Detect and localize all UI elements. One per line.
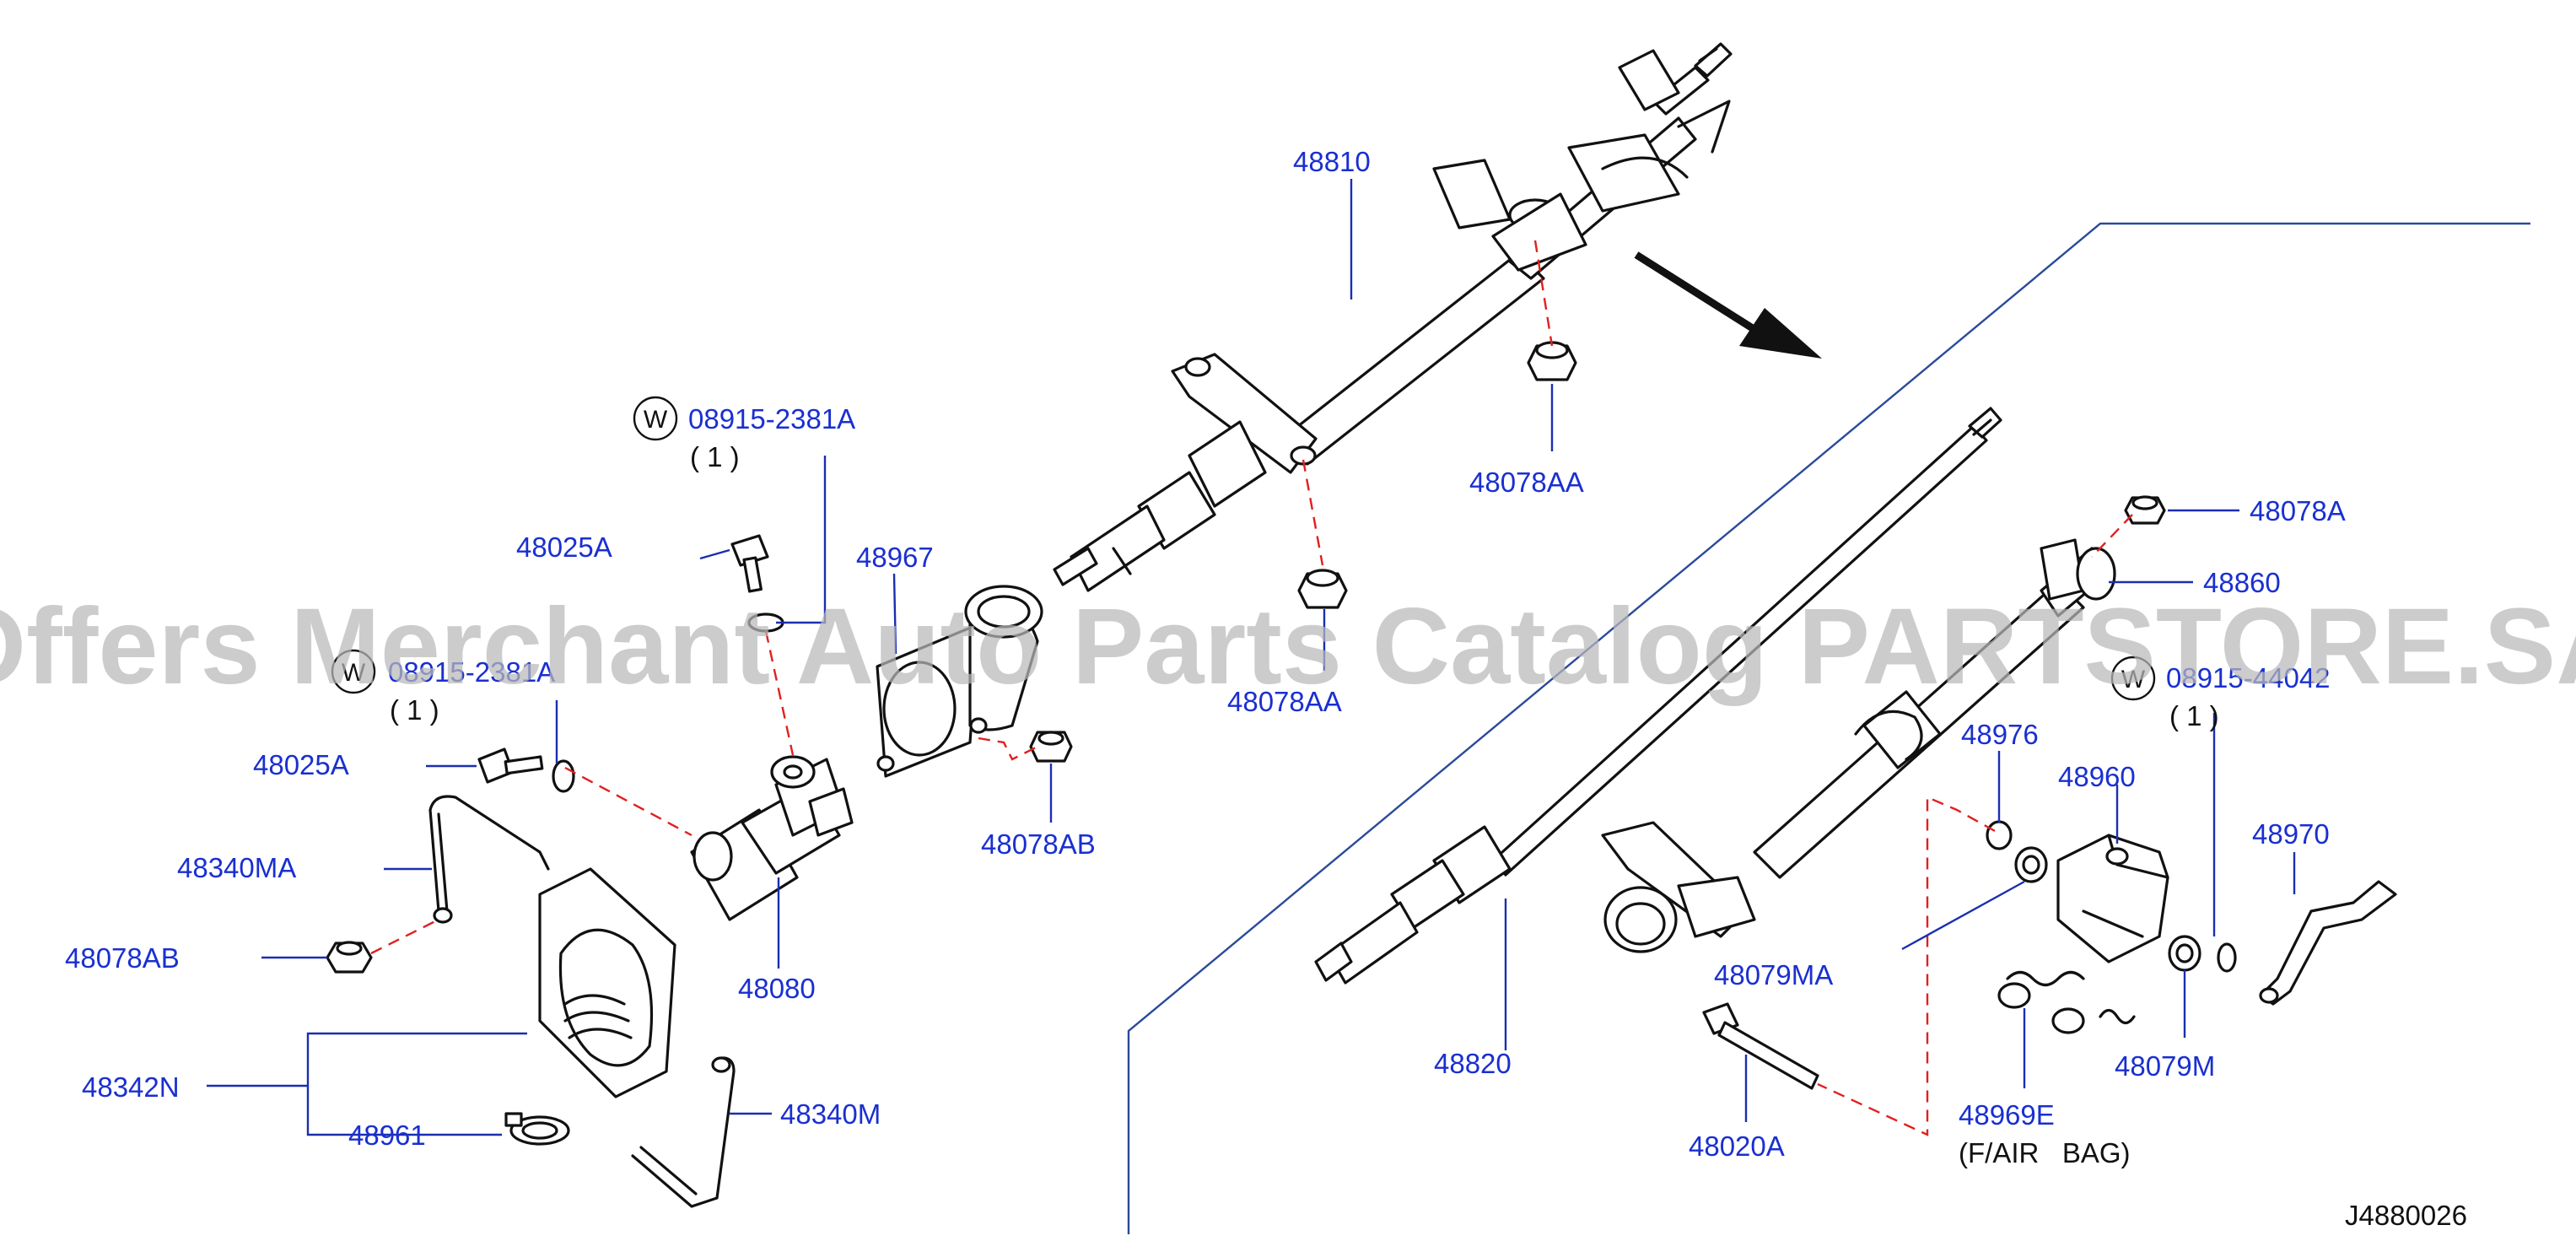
label-48967[interactable]: 48967 — [856, 542, 934, 573]
tilt-lever-48970 — [2259, 880, 2397, 1006]
boot-seal-48342N — [538, 867, 676, 1098]
note-air-bag: (F/AIR BAG) — [1959, 1137, 2131, 1168]
label-48960[interactable]: 48960 — [2058, 761, 2136, 792]
section-frame — [1127, 222, 2530, 1234]
part-labels: 48810 48078AA 48078AA 08915-2381A ( 1 ) … — [65, 146, 2467, 1231]
watermark-text: Offers Merchant Auto Parts Catalog PARTS… — [0, 586, 2576, 707]
leader-lines — [207, 179, 2296, 1136]
label-48025A-left[interactable]: 48025A — [253, 749, 349, 780]
label-48340M[interactable]: 48340M — [780, 1098, 881, 1130]
label-48969E[interactable]: 48969E — [1959, 1099, 2055, 1131]
diagram-code: J4880026 — [2345, 1200, 2467, 1231]
label-48079M[interactable]: 48079M — [2115, 1050, 2215, 1082]
label-48860[interactable]: 48860 — [2203, 567, 2281, 598]
alignment-lines — [370, 240, 2133, 1136]
bracket-48340M — [631, 1056, 736, 1208]
universal-joint-48080 — [690, 755, 854, 921]
label-48080[interactable]: 48080 — [738, 973, 816, 1004]
label-48079MA[interactable]: 48079MA — [1714, 959, 1833, 990]
label-48078AB-mid[interactable]: 48078AB — [981, 828, 1096, 860]
label-08915-2381A-left[interactable]: 08915-2381A — [388, 656, 555, 688]
label-48961[interactable]: 48961 — [348, 1120, 426, 1151]
label-48078A[interactable]: 48078A — [2250, 495, 2346, 526]
qty-left: ( 1 ) — [390, 694, 439, 726]
label-48025A-top[interactable]: 48025A — [516, 532, 612, 563]
label-48970[interactable]: 48970 — [2252, 818, 2330, 850]
svg-text:W: W — [342, 659, 366, 687]
label-48020A[interactable]: 48020A — [1689, 1131, 1785, 1162]
qty-right: ( 1 ) — [2169, 700, 2219, 731]
label-48078AB-left[interactable]: 48078AB — [65, 942, 180, 974]
label-08915-44042[interactable]: 08915-44042 — [2166, 662, 2331, 693]
bracket-48340MA — [428, 795, 550, 924]
direction-arrow — [1634, 251, 1822, 359]
label-48820[interactable]: 48820 — [1434, 1048, 1512, 1079]
svg-text:W: W — [2121, 666, 2146, 693]
lower-steering-column-48860 — [1601, 538, 2116, 953]
fasteners — [326, 341, 2237, 1146]
intermediate-shaft-48820 — [1314, 407, 2002, 985]
washer-symbol-top: W — [633, 396, 678, 441]
label-48342N[interactable]: 48342N — [82, 1071, 180, 1103]
label-08915-2381A-top[interactable]: 08915-2381A — [688, 403, 855, 434]
label-48078AA-mid[interactable]: 48078AA — [1227, 686, 1342, 717]
column-hole-cover-48967 — [876, 585, 1043, 778]
tilt-lock-48960 — [2056, 834, 2169, 963]
svg-text:W: W — [644, 406, 668, 434]
label-48810[interactable]: 48810 — [1293, 146, 1371, 177]
label-48078AA-top[interactable]: 48078AA — [1469, 467, 1584, 498]
washer-symbol-right: W — [2110, 656, 2156, 701]
qty-top: ( 1 ) — [690, 441, 740, 472]
washer-symbol-left: W — [331, 649, 376, 694]
upper-steering-column-48810 — [1053, 42, 1733, 592]
label-48976[interactable]: 48976 — [1961, 719, 2039, 750]
label-48340MA[interactable]: 48340MA — [177, 852, 296, 883]
